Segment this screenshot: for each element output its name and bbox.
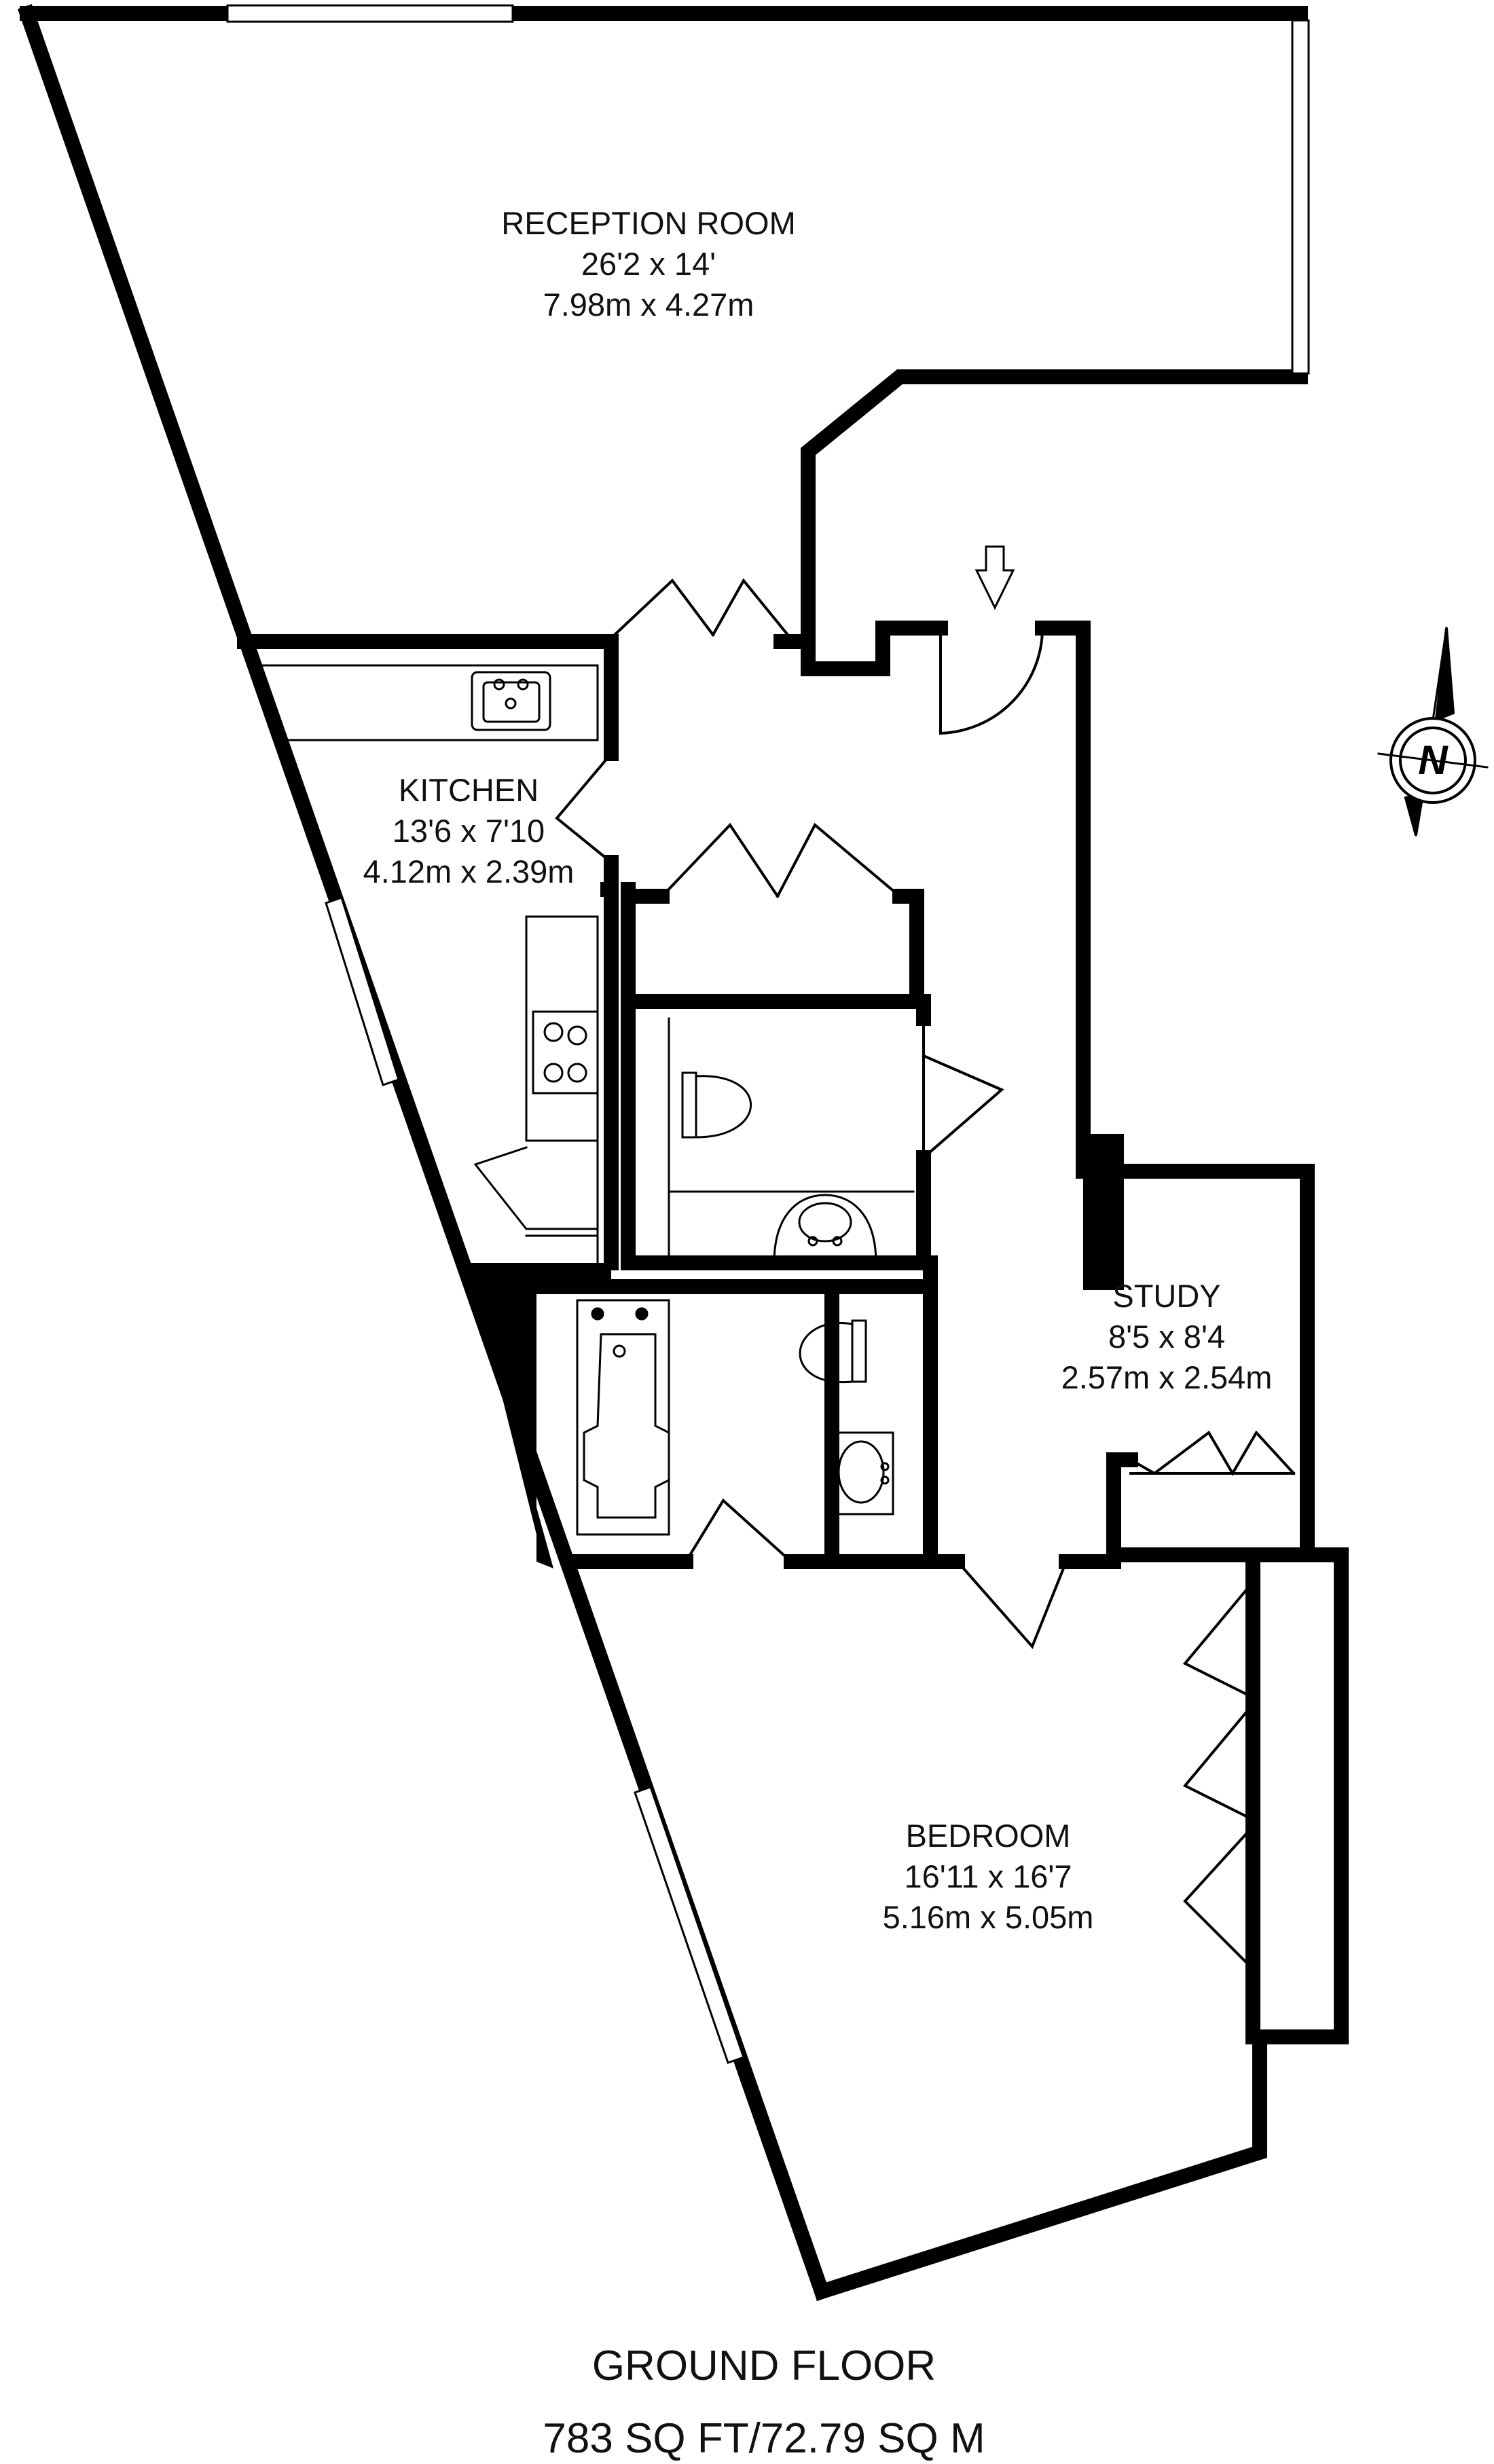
entrance-door xyxy=(939,626,1044,735)
hob-icon xyxy=(532,1010,599,1095)
kitchen-metric: 4.12m x 2.39m xyxy=(363,853,575,889)
bedroom-label: BEDROOM 16'11 x 16'7 5.16m x 5.05m xyxy=(883,1818,1094,1935)
kitchen-fittings xyxy=(257,664,599,1264)
floor-area: 783 SQ FT/72.79 SQ M xyxy=(543,2415,985,2462)
kitchen-imperial: 13'6 x 7'10 xyxy=(393,813,545,849)
study-cupboard-door xyxy=(1129,1430,1296,1476)
wc-toilet-icon xyxy=(681,1071,697,1139)
study-metric: 2.57m x 2.54m xyxy=(1061,1359,1273,1395)
study-label: STUDY 8'5 x 8'4 2.57m x 2.54m xyxy=(1061,1278,1273,1395)
outer-walls xyxy=(17,3,1349,2302)
window-reception-east xyxy=(1291,19,1310,375)
kitchen-sink-icon xyxy=(471,671,551,731)
study-name: STUDY xyxy=(1112,1278,1220,1314)
reception-metric: 7.98m x 4.27m xyxy=(543,287,754,323)
study-imperial: 8'5 x 8'4 xyxy=(1108,1319,1225,1355)
kitchen-appliance-door xyxy=(473,1146,599,1237)
kitchen-counter xyxy=(525,915,599,1264)
bedroom-imperial: 16'11 x 16'7 xyxy=(904,1858,1072,1894)
bathroom-toilet-icon xyxy=(851,1319,867,1383)
bathroom-door xyxy=(684,1498,793,1564)
entrance-arrow-icon xyxy=(974,545,1015,610)
wc-fittings xyxy=(668,1017,915,1264)
bedroom-door xyxy=(955,1560,1068,1649)
reception-name: RECEPTION ROOM xyxy=(501,205,795,241)
window-kitchen-west xyxy=(325,896,400,1086)
window-bedroom-west xyxy=(634,1786,745,2064)
kitchen-worktop xyxy=(257,664,599,741)
bedroom-metric: 5.16m x 5.05m xyxy=(883,1899,1094,1935)
bath-icon xyxy=(576,1299,670,1536)
reception-imperial: 26'2 x 14' xyxy=(581,246,716,282)
window-top xyxy=(226,4,514,23)
bathroom-basin-icon xyxy=(831,1431,894,1515)
reception-room-label: RECEPTION ROOM 26'2 x 14' 7.98m x 4.27m xyxy=(501,205,795,323)
interior-walls xyxy=(237,634,1315,2044)
bedroom-wardrobe-doors xyxy=(1182,1580,1255,1971)
windows xyxy=(226,4,1310,2064)
wc-door xyxy=(922,1017,1004,1160)
bathroom-fittings xyxy=(576,1299,894,1536)
structural-wedge-2 xyxy=(469,1263,553,1568)
compass-letter: N xyxy=(1418,737,1449,783)
hall-double-door xyxy=(613,578,790,637)
wc-basin-icon xyxy=(773,1194,877,1264)
floor-name: GROUND FLOOR xyxy=(592,2342,936,2389)
kitchen-name: KITCHEN xyxy=(399,772,539,808)
kitchen-label: KITCHEN 13'6 x 7'10 4.12m x 2.39m xyxy=(363,772,575,889)
doors xyxy=(555,578,1296,1971)
cupboard-double-door xyxy=(660,822,902,898)
bedroom-name: BEDROOM xyxy=(906,1818,1071,1854)
compass-icon xyxy=(1377,627,1489,836)
kitchen-door xyxy=(555,752,613,864)
